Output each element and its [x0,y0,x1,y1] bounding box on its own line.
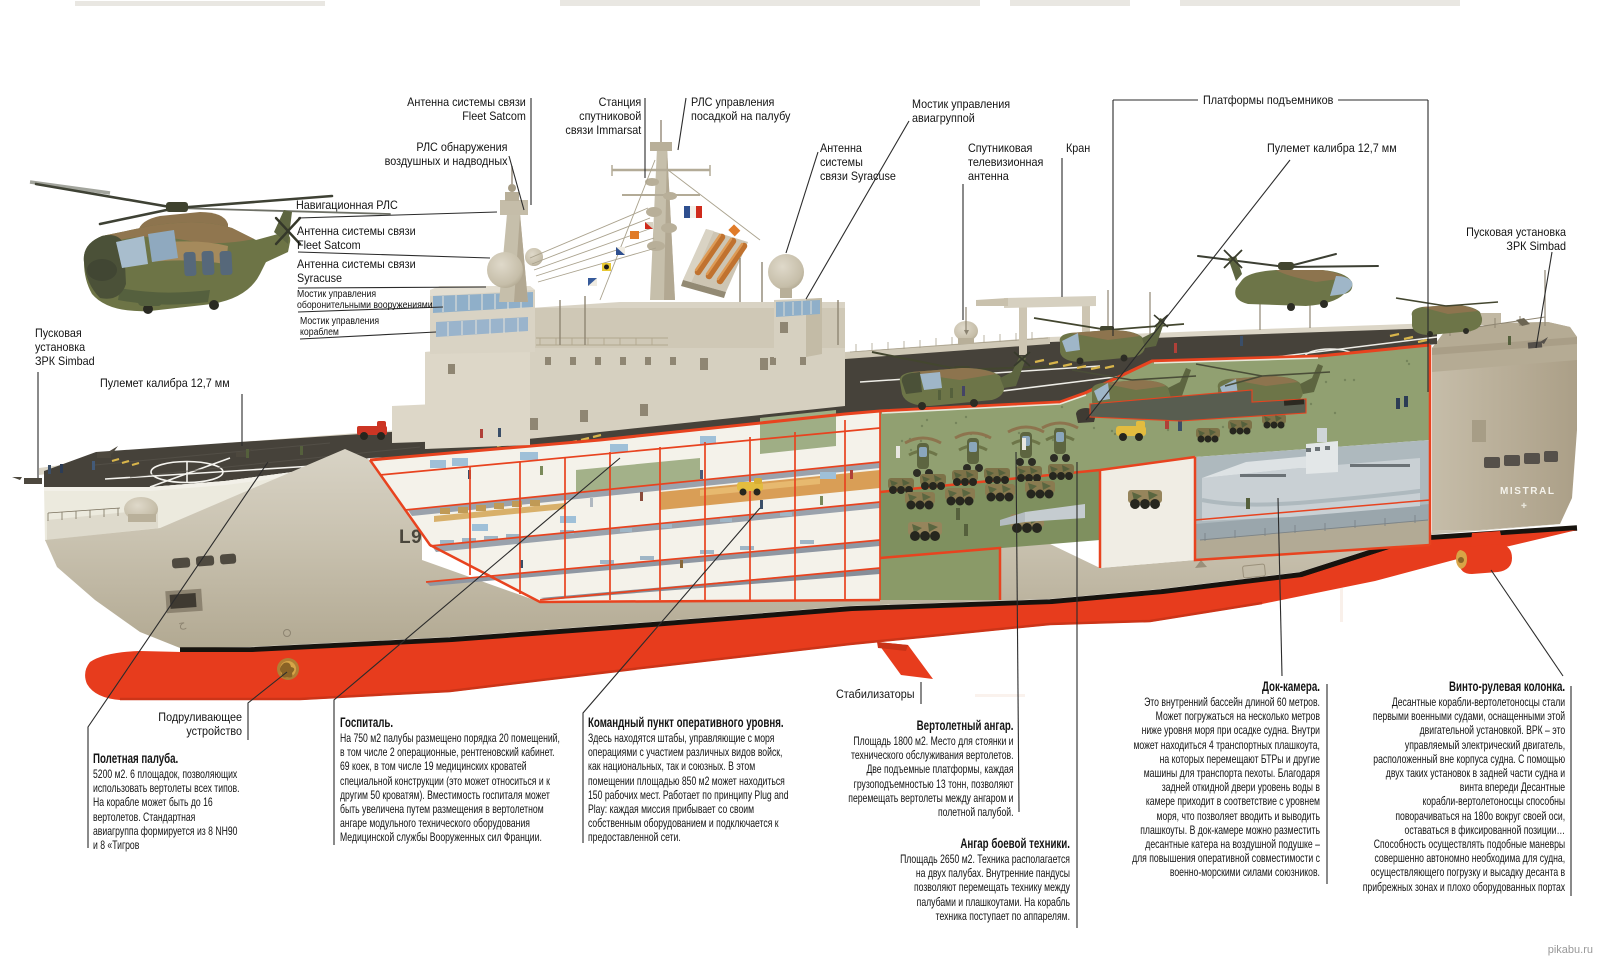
svg-text:L9: L9 [399,527,422,548]
svg-text:✚: ✚ [1521,502,1527,510]
svg-text:MISTRAL: MISTRAL [1500,486,1556,497]
svg-text:ح: ح [177,618,187,631]
